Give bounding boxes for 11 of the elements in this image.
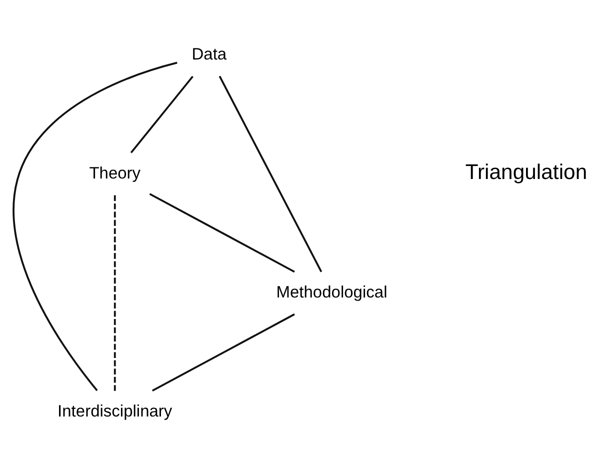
connector — [114, 194, 116, 390]
connector — [218, 75, 322, 272]
connector — [149, 192, 295, 272]
connector — [130, 75, 194, 153]
label: Triangulation — [465, 160, 588, 184]
node-text: Methodological — [276, 282, 388, 301]
connector — [12, 61, 178, 391]
connector — [152, 312, 295, 392]
node-text: Data — [192, 44, 227, 63]
node-text: Interdisciplinary — [58, 402, 172, 420]
node-text: Theory — [89, 164, 141, 182]
